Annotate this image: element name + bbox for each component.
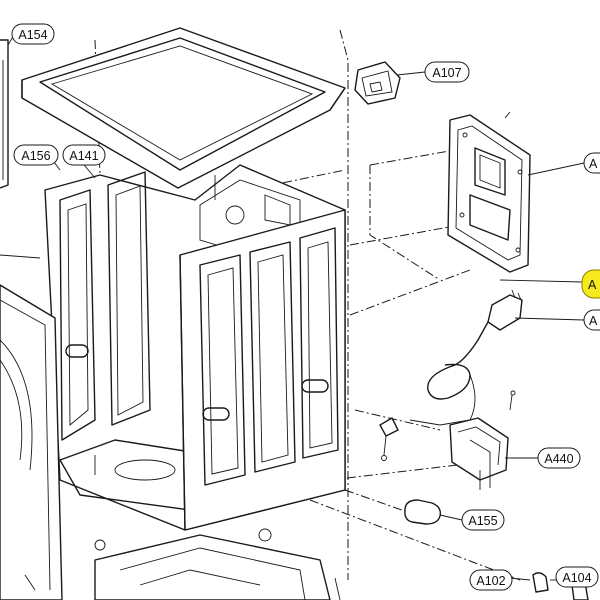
callout-a141: A141 <box>62 144 106 166</box>
callout-label-a440: A440 <box>544 452 573 466</box>
callout-label-right-low: A <box>589 314 598 328</box>
clip-bracket-part <box>354 61 401 105</box>
callout-label-a104: A104 <box>562 571 591 585</box>
callout-a155: A155 <box>461 509 505 531</box>
left-edge-frame <box>0 39 9 189</box>
callout-label-a107: A107 <box>432 66 461 80</box>
callout-label-a141: A141 <box>69 149 98 163</box>
side-panel-front <box>179 209 346 531</box>
noise-filter-part <box>449 390 516 490</box>
callout-a102: A102 <box>469 569 513 591</box>
callout-label-right-mid: A <box>588 278 597 292</box>
leader-lines <box>0 34 585 581</box>
callout-label-a102: A102 <box>476 574 505 588</box>
callout-a154: A154 <box>11 23 55 45</box>
callout-right-mid-highlighted: A <box>581 269 600 299</box>
callout-label-a156: A156 <box>21 149 50 163</box>
callout-a107: A107 <box>424 61 470 83</box>
callout-a104: A104 <box>555 566 599 588</box>
callout-a156: A156 <box>13 144 59 166</box>
top-plate <box>21 27 346 189</box>
callout-right-top: A <box>583 152 600 174</box>
front-door-panel <box>0 284 63 600</box>
callout-label-right-top: A <box>589 157 598 171</box>
callout-label-a155: A155 <box>468 514 497 528</box>
callout-label-a154: A154 <box>18 28 47 42</box>
callout-a440: A440 <box>537 447 581 469</box>
rear-cover-plate <box>447 111 531 273</box>
cap-part <box>404 499 442 525</box>
base-frame <box>24 528 341 600</box>
callout-right-low: A <box>583 309 600 331</box>
